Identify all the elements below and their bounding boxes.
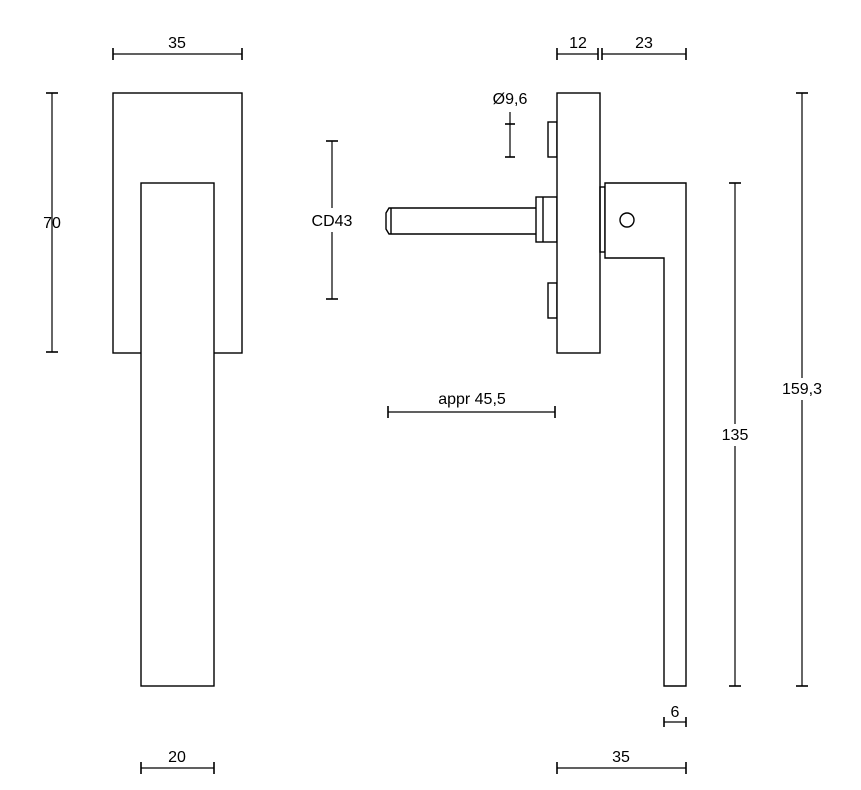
lock-button (619, 212, 635, 228)
dim-label-lever-thickness: 6 (671, 704, 680, 721)
dim-label-center-distance: CD43 (312, 213, 353, 230)
side-rose (556, 92, 601, 354)
side-view (385, 92, 687, 687)
spindle (385, 207, 536, 235)
front-lever (140, 182, 215, 687)
dim-label-side-total-width: 35 (612, 749, 630, 766)
upper-screw (547, 121, 558, 158)
dim-center-distance: CD43 (306, 140, 356, 300)
dim-label-lever-length: 135 (722, 427, 749, 444)
dim-label-front-rose-width: 35 (168, 35, 186, 52)
front-view (112, 92, 243, 687)
dim-label-spindle-diameter: Ø9,6 (493, 91, 528, 108)
dim-front-rose-width: 35 (112, 35, 243, 60)
dim-lever-length: 135 (718, 182, 752, 687)
dim-label-rose-thickness: 12 (569, 35, 587, 52)
dim-label-lever-offset: 23 (635, 35, 653, 52)
side-lever (604, 182, 687, 687)
dim-front-lever-width: 20 (140, 749, 215, 774)
dim-total-height: 159,3 (778, 92, 826, 687)
dim-label-total-height: 159,3 (782, 381, 822, 398)
dim-side-total-width: 35 (556, 749, 687, 774)
lever-connector (599, 186, 606, 253)
dim-front-rose-height: 70 (43, 92, 61, 353)
spindle-collar (535, 196, 558, 243)
dim-label-front-lever-width: 20 (168, 749, 186, 766)
dim-spindle-length: appr 45,5 (387, 391, 556, 418)
dim-rose-thickness: 12 (556, 35, 599, 60)
dim-label-front-rose-height: 70 (43, 215, 61, 232)
dim-label-spindle-length: appr 45,5 (438, 391, 506, 408)
dim-lever-thickness: 6 (663, 704, 687, 727)
dim-spindle-diameter: Ø9,6 (493, 91, 528, 158)
lower-screw (547, 282, 558, 319)
dim-lever-offset: 23 (601, 35, 687, 60)
